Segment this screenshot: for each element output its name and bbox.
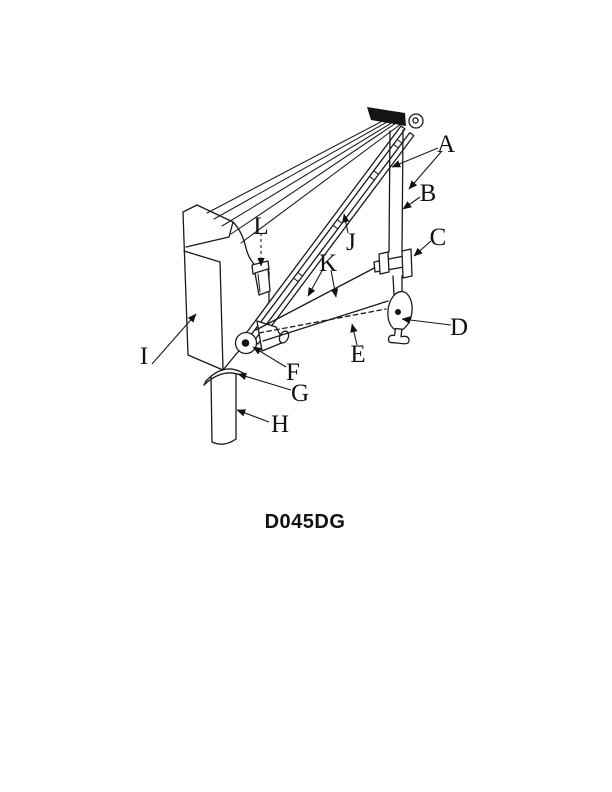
boom-rungs: [292, 138, 403, 283]
hoist-cable-line: [221, 118, 399, 227]
suspension-rod: [388, 129, 404, 253]
part-label-l: L: [253, 213, 268, 240]
suspension-rod-right-edge: [401, 129, 404, 252]
leader-d: [401, 316, 452, 326]
leader-j: [342, 213, 350, 234]
leader-k-2: [330, 269, 339, 298]
boom-rail-upper: [244, 125, 406, 339]
part-label-i: I: [140, 343, 148, 370]
part-label-j: J: [346, 229, 356, 256]
collar-upper-arc: [205, 368, 244, 382]
pulley-axle: [412, 117, 419, 124]
leader-f: [252, 346, 287, 368]
boom-foot: [234, 320, 290, 355]
hoist-cable-line: [240, 123, 402, 244]
part-label-k: K: [319, 250, 337, 277]
clamp-left-plate: [378, 251, 390, 275]
load-line-dashed: [258, 308, 387, 334]
leader-h: [236, 409, 270, 423]
hook-block: [387, 290, 413, 345]
hoist-cables: [206, 114, 402, 244]
rod-clamp: [373, 248, 413, 296]
part-label-g: G: [291, 380, 309, 407]
part-label-e: E: [350, 341, 365, 368]
post-bottom-arc: [211, 438, 237, 445]
boom-truss: [244, 125, 415, 345]
boom-pivot-pin: [241, 339, 250, 347]
collar-left-tick: [203, 380, 207, 386]
suspension-rod-left-edge: [388, 130, 391, 253]
part-label-f: F: [286, 359, 300, 386]
winch-housing-front-edge: [219, 261, 224, 370]
leader-i: [151, 313, 197, 365]
post-left-edge: [210, 376, 213, 443]
figure-caption: D045DG: [265, 511, 346, 533]
masthead-pulley: [367, 107, 424, 129]
hoist-cable-line: [206, 114, 395, 214]
leader-g: [237, 372, 292, 391]
cargo-hook-icon: [387, 327, 410, 345]
part-label-c: C: [430, 224, 447, 251]
winch-housing-cap-edge: [185, 221, 234, 248]
base-collar: [203, 368, 246, 386]
leader-lines: [151, 147, 452, 423]
hook-block-pin: [395, 309, 401, 315]
winch-housing-crease: [183, 250, 221, 263]
part-label-d: D: [450, 314, 468, 341]
part-label-b: B: [420, 180, 437, 207]
hoist-cable-line: [230, 120, 400, 235]
boom-slot: [249, 129, 410, 341]
cable-bundle: [367, 107, 406, 126]
mounting-post: [210, 373, 237, 445]
leader-c: [413, 240, 432, 257]
limit-bracket: [251, 260, 271, 296]
leader-k-1: [307, 268, 324, 297]
clamp-link-left: [392, 275, 395, 296]
hoist-cable-line: [213, 116, 397, 220]
leader-a-2: [408, 151, 442, 190]
leader-a-1: [391, 147, 439, 168]
stay-rod-upper: [255, 264, 381, 331]
part-label-h: H: [271, 411, 289, 438]
part-labels: A B C D E F G H I J K L: [140, 131, 468, 438]
leader-e: [350, 323, 358, 346]
clamp-right-plate: [401, 248, 413, 279]
limit-bracket-body: [254, 268, 271, 296]
part-label-a: A: [437, 131, 455, 158]
limit-bracket-edge: [257, 273, 261, 293]
leader-b: [402, 196, 421, 210]
